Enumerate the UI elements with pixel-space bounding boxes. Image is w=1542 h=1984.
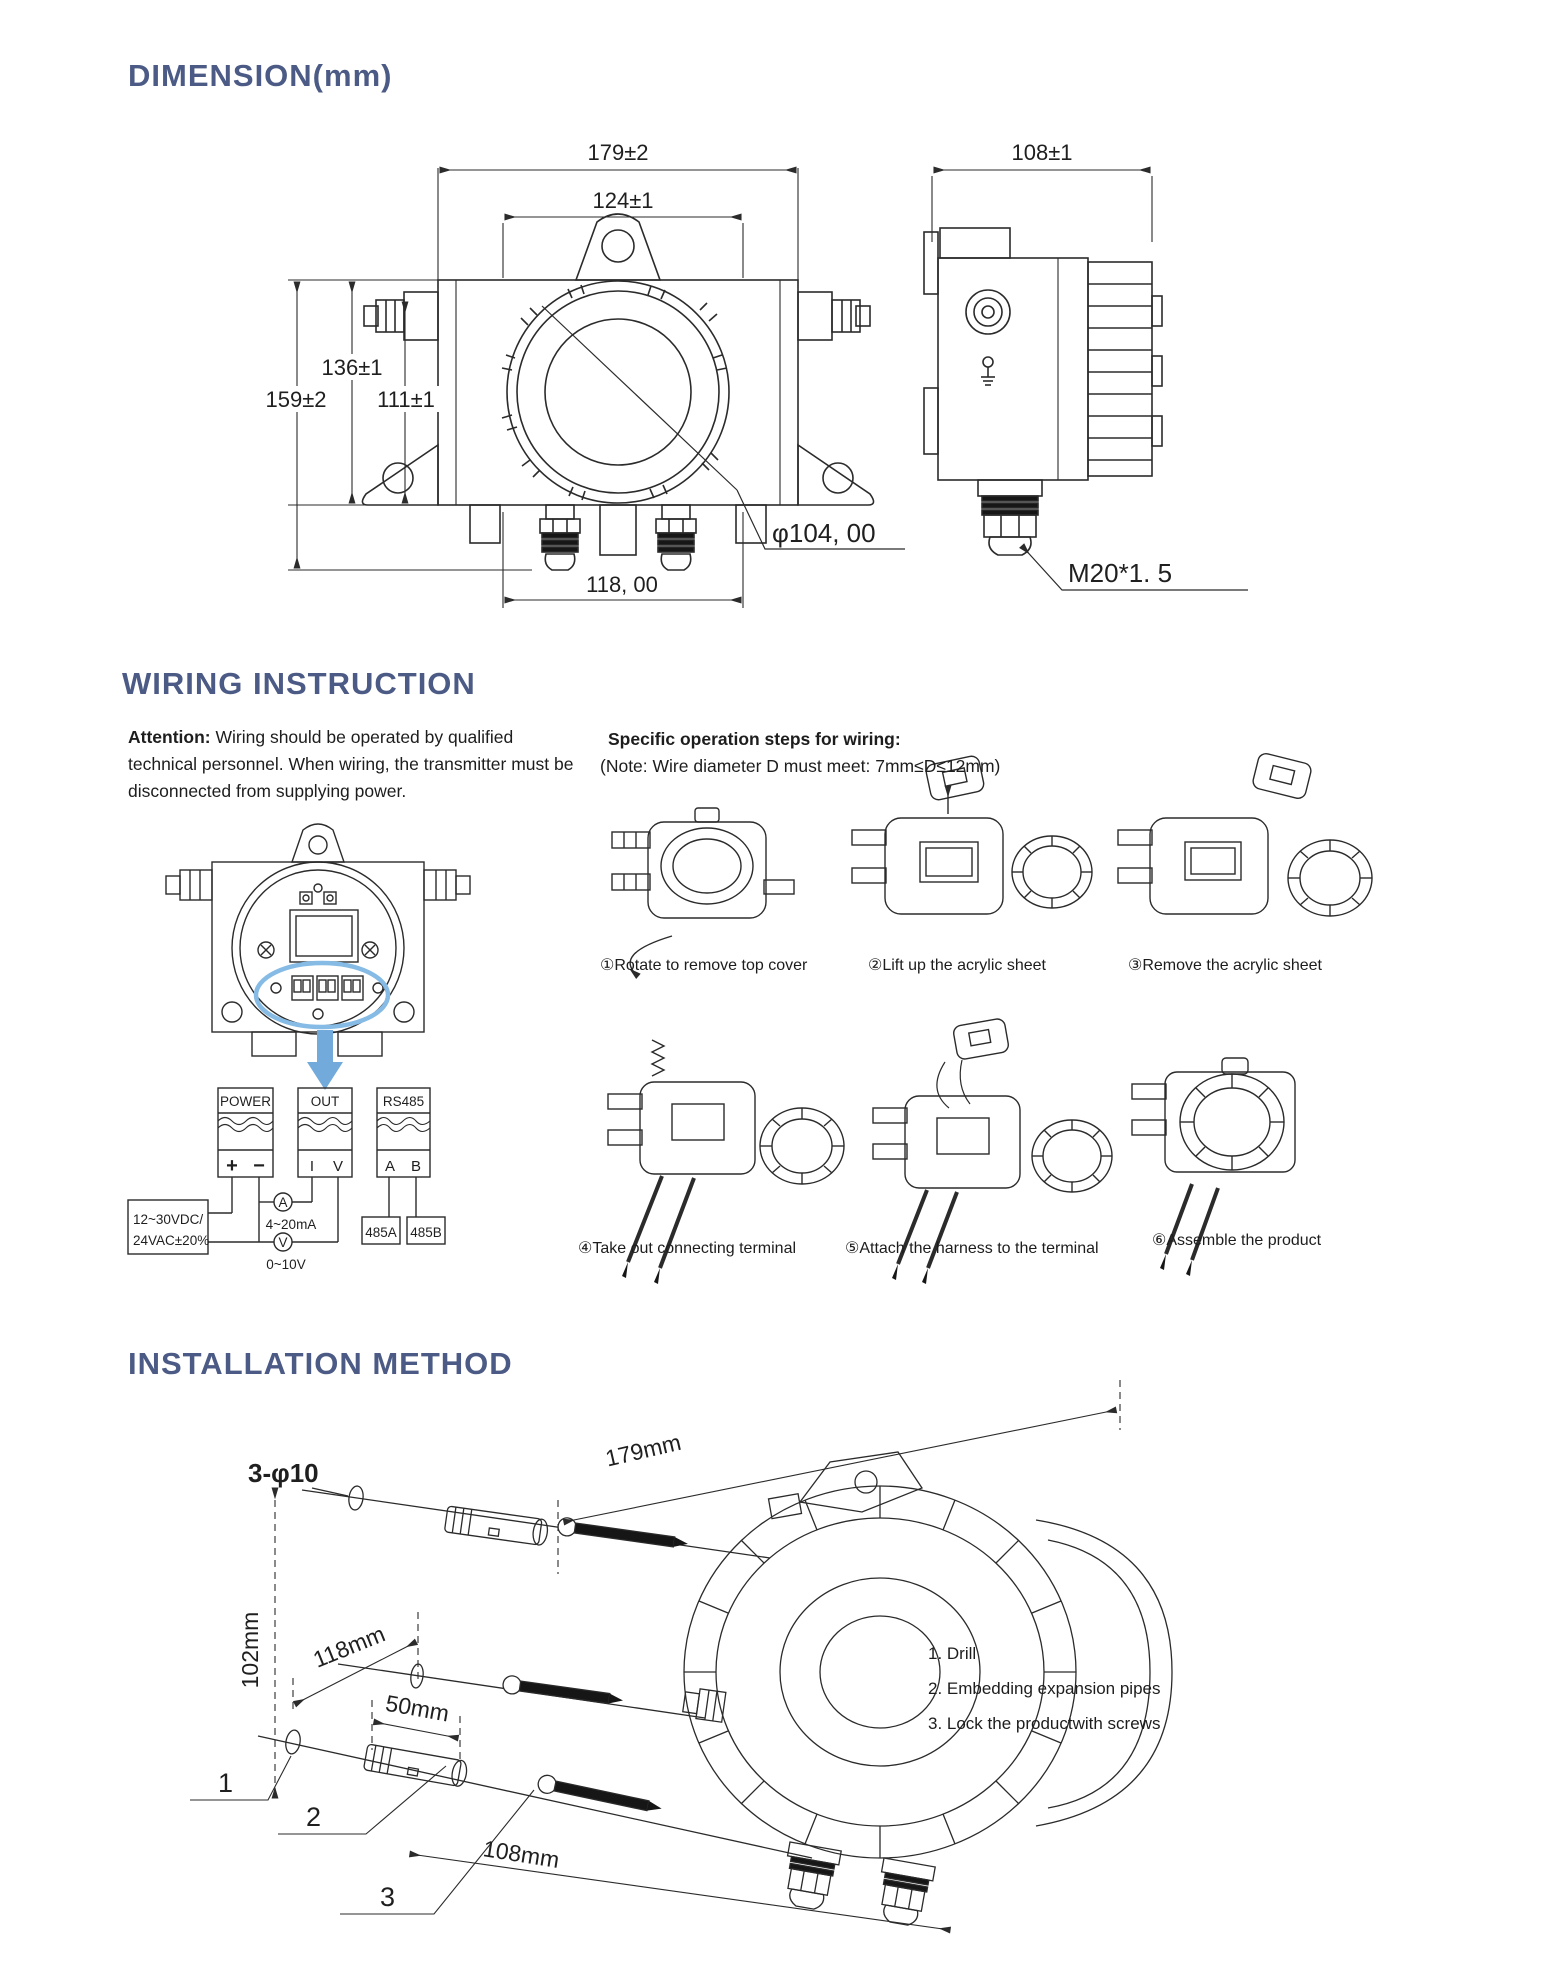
- wiring-step-4-caption: ④Take out connecting terminal: [578, 1240, 797, 1257]
- power-source-line2: 24VAC±20%: [133, 1233, 209, 1248]
- wiring-step-2-caption: ②Lift up the acrylic sheet: [868, 957, 1046, 974]
- voltmeter-symbol: V: [278, 1235, 287, 1250]
- dim-height-outer-label: 159±2: [265, 387, 326, 412]
- wiring-step-1-caption: ①Rotate to remove top cover: [600, 957, 808, 974]
- wiring-steps-note: (Note: Wire diameter D must meet: 7mm≤D≤…: [600, 756, 1001, 776]
- attention-label: Attention:: [128, 727, 211, 747]
- dimension-side-view-drawing: [923, 166, 1248, 591]
- wiring-step-3-figure: [1117, 753, 1373, 917]
- terminal-highlight-ellipse: [253, 960, 391, 1030]
- wiring-step-6-caption: ⑥Assemble the product: [1152, 1232, 1322, 1249]
- install-pipe-length-label: 50mm: [384, 1690, 451, 1727]
- installation-instructions: 1. Drill 2. Embedding expansion pipes 3.…: [928, 1636, 1161, 1741]
- wiring-steps-heading: Specific operation steps for wiring:: [608, 729, 901, 749]
- rs485-a-terminal: A: [385, 1158, 395, 1175]
- wiring-step-1-figure: [611, 807, 795, 979]
- installation-instruction-2: 2. Embedding expansion pipes: [928, 1679, 1161, 1698]
- rs485-block-label: RS485: [383, 1094, 424, 1109]
- wiring-device-drawing: [165, 823, 471, 1090]
- wiring-step-5-figure: [872, 1018, 1113, 1284]
- dim-diameter-label: φ104, 00: [772, 518, 876, 548]
- installation-drawing: [190, 1380, 1173, 1934]
- box-485a-label: 485A: [365, 1225, 397, 1240]
- wiring-step-4-figure: [607, 1039, 845, 1284]
- ammeter-symbol: A: [278, 1195, 287, 1210]
- power-plus-terminal: +: [226, 1155, 238, 1177]
- dimension-front-view-drawing: [288, 166, 905, 608]
- terminal-wiring-diagram: [127, 1087, 446, 1255]
- install-callout-1: 1: [218, 1768, 233, 1798]
- dim-gland-span-label: 118, 00: [586, 572, 658, 597]
- dim-depth-label: 108±1: [1011, 140, 1072, 165]
- voltmeter-range-label: 0~10V: [266, 1257, 305, 1272]
- install-callout-2: 2: [306, 1802, 321, 1832]
- wiring-step-6-figure: [1131, 1057, 1296, 1276]
- box-485b-label: 485B: [410, 1225, 442, 1240]
- dim-height-inner-label: 111±1: [377, 387, 435, 412]
- power-source-line1: 12~30VDC/: [133, 1212, 203, 1227]
- out-v-terminal: V: [333, 1158, 343, 1175]
- install-width-label: 179mm: [603, 1429, 684, 1472]
- ammeter-range-label: 4~20mA: [266, 1217, 317, 1232]
- out-block-label: OUT: [311, 1094, 340, 1109]
- wiring-step-5-caption: ⑤Attach the harness to the terminal: [845, 1240, 1099, 1257]
- install-callout-3: 3: [380, 1882, 395, 1912]
- rs485-b-terminal: B: [411, 1158, 421, 1175]
- installation-instruction-3: 3. Lock the productwith screws: [928, 1714, 1161, 1733]
- install-depth-label: 108mm: [481, 1835, 561, 1873]
- wiring-step-3-caption: ③Remove the acrylic sheet: [1128, 957, 1322, 974]
- out-i-terminal: I: [310, 1158, 314, 1175]
- wiring-attention-paragraph: Attention: Wiring should be operated by …: [128, 724, 580, 805]
- install-holes-label: 3-φ10: [248, 1458, 319, 1488]
- dim-width-inner-label: 124±1: [592, 188, 653, 213]
- down-arrow-icon: [307, 1030, 343, 1090]
- installation-instruction-1: 1. Drill: [928, 1644, 977, 1663]
- power-minus-terminal: −: [253, 1155, 265, 1177]
- install-spacing-label: 118mm: [309, 1620, 388, 1672]
- dim-width-outer-label: 179±2: [587, 140, 648, 165]
- wiring-heading: WIRING INSTRUCTION: [122, 666, 476, 701]
- dimension-heading: DIMENSION(mm): [128, 58, 393, 93]
- dim-height-mid-label: 136±1: [321, 355, 382, 380]
- install-height-label: 102mm: [237, 1612, 263, 1689]
- dim-thread-label: M20*1. 5: [1068, 558, 1172, 588]
- power-block-label: POWER: [220, 1094, 271, 1109]
- installation-heading: INSTALLATION METHOD: [128, 1346, 513, 1381]
- attention-body: Wiring should be operated by qualified t…: [128, 727, 574, 801]
- wiring-step-2-figure: [851, 755, 1093, 915]
